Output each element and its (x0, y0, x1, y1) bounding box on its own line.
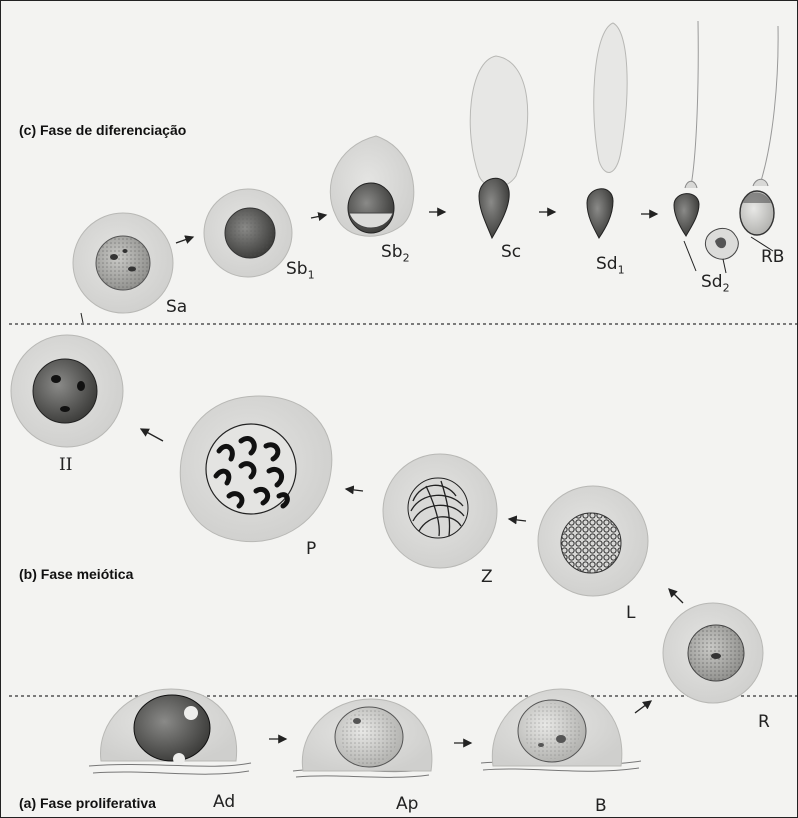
residual-body (705, 228, 738, 259)
cell-sb1 (204, 189, 292, 277)
label-sc: Sc (501, 244, 521, 261)
label-l: L (626, 605, 635, 622)
label-ad: Ad (213, 794, 235, 811)
label-ap: Ap (396, 796, 418, 813)
label-ii: II (59, 457, 72, 474)
phase-title-differentiation: (c) Fase de diferenciação (19, 123, 186, 137)
label-r: R (758, 714, 770, 731)
cell-sa (73, 213, 173, 313)
cell-sc (470, 56, 527, 238)
label-sb2: Sb2 (381, 244, 410, 263)
label-rb: RB (761, 249, 784, 266)
cell-sd1 (587, 23, 627, 238)
cell-sd2-a (674, 21, 699, 236)
label-z: Z (481, 569, 493, 586)
cell-rb (740, 26, 778, 235)
label-sb1: Sb1 (286, 261, 315, 280)
label-p: P (306, 541, 316, 558)
cell-l (538, 486, 648, 596)
label-sd2: Sd2 (701, 274, 730, 293)
cell-ap (302, 699, 432, 771)
cell-b (492, 689, 622, 766)
cell-ad (101, 689, 237, 765)
label-b: B (595, 798, 607, 815)
label-sa: Sa (166, 299, 187, 316)
phase-title-proliferative: (a) Fase proliferativa (19, 796, 156, 810)
phase-title-meiotic: (b) Fase meiótica (19, 567, 133, 581)
cell-ii (11, 335, 123, 447)
cell-p (180, 396, 332, 542)
cell-r (663, 603, 763, 703)
label-sd1: Sd1 (596, 256, 625, 275)
cell-z (383, 454, 497, 568)
cell-sb2 (330, 136, 414, 236)
